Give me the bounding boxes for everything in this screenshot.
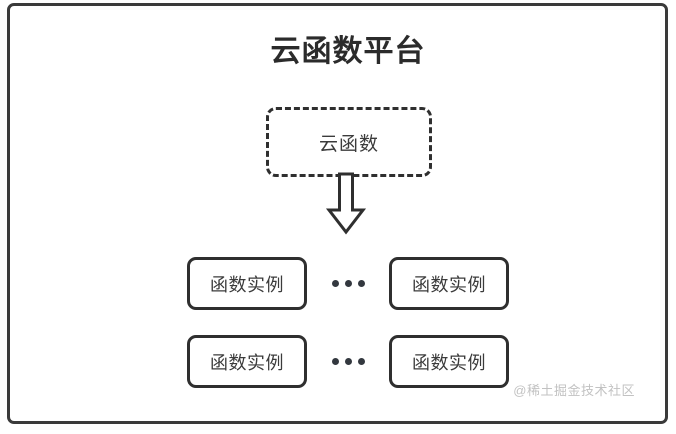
cloud-function-platform-container: 云函数平台 云函数 函数实例 函数实例 函数实例 xyxy=(7,3,668,424)
function-instance-box: 函数实例 xyxy=(389,257,509,310)
ellipsis-dot xyxy=(331,280,339,287)
ellipsis-dot xyxy=(357,280,365,287)
ellipsis-dot xyxy=(344,358,352,365)
ellipsis-icon xyxy=(331,280,365,287)
cloud-function-label: 云函数 xyxy=(318,133,379,155)
instance-row: 函数实例 函数实例 xyxy=(187,257,509,310)
function-instance-box: 函数实例 xyxy=(187,257,307,310)
function-instance-label: 函数实例 xyxy=(412,352,486,373)
function-instance-box: 函数实例 xyxy=(187,335,307,388)
function-instance-label: 函数实例 xyxy=(210,274,284,295)
ellipsis-dot xyxy=(331,358,339,365)
ellipsis-dot xyxy=(344,280,352,287)
watermark: @稀土掘金技术社区 xyxy=(513,383,635,398)
function-instance-label: 函数实例 xyxy=(412,274,486,295)
page-title: 云函数平台 xyxy=(270,35,426,68)
down-arrow-icon xyxy=(322,172,370,236)
ellipsis-dot xyxy=(357,358,365,365)
instance-row: 函数实例 函数实例 xyxy=(187,335,509,388)
function-instance-box: 函数实例 xyxy=(389,335,509,388)
ellipsis-icon xyxy=(331,358,365,365)
cloud-function-node: 云函数 xyxy=(266,107,432,177)
function-instance-label: 函数实例 xyxy=(210,352,284,373)
